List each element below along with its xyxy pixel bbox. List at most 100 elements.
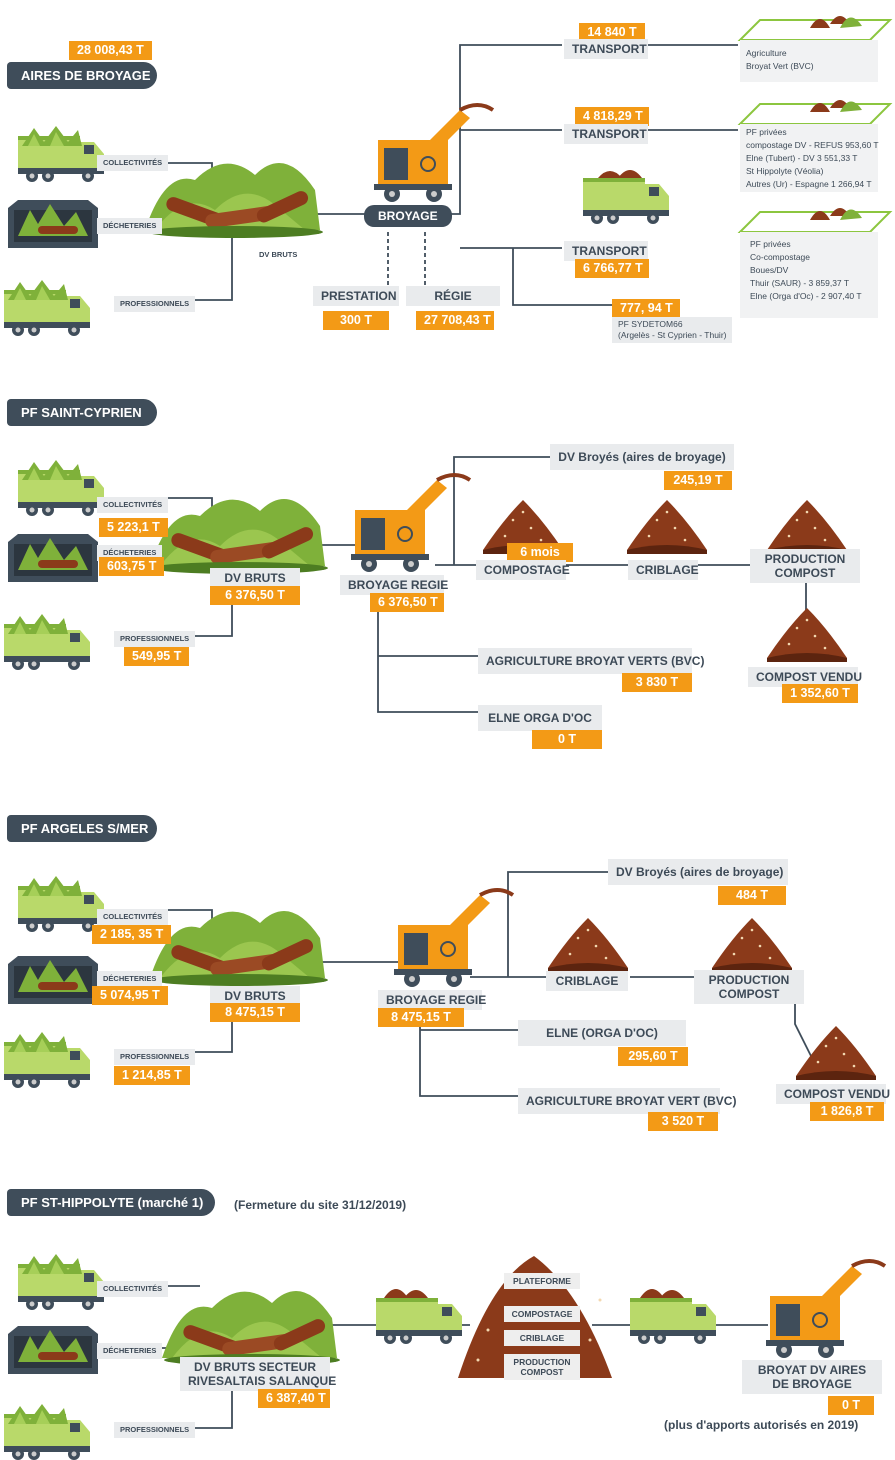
- s1-total-value: 28 008,43 T: [69, 41, 152, 60]
- s1-transport3-label: TRANSPORT: [564, 241, 648, 261]
- s2-bruts-label: DV BRUTS: [210, 568, 300, 588]
- s4-platform-compostage: COMPOSTAGE: [504, 1306, 580, 1322]
- s1-dest1-line: Broyat Vert (BVC): [746, 61, 814, 71]
- s3-professionnels-value: 1 214,85 T: [114, 1066, 190, 1085]
- s4-closure-note: (Fermeture du site 31/12/2019): [234, 1198, 407, 1212]
- s4-broyat-line: BROYAT DV AIRES: [757, 1363, 867, 1377]
- s2-title: PF SAINT-CYPRIEN: [7, 399, 157, 426]
- s2-agri-value: 3 830 T: [622, 673, 692, 692]
- s2-professionnels-value: 549,95 T: [124, 647, 190, 666]
- s3-collectivites-value: 2 185, 35 T: [92, 925, 172, 944]
- s2-vendu-value: 1 352,60 T: [782, 684, 858, 703]
- s2-criblage-label: CRIBLAGE: [628, 560, 699, 580]
- s4-source-collectivites: COLLECTIVITÉS: [97, 1281, 169, 1297]
- s2-elne-label: ELNE ORGA D'OC: [478, 705, 602, 731]
- s1-dest3-info: PF privées Co-compostage Boues/DV Thuir …: [750, 238, 862, 303]
- s1-source-collectivites: COLLECTIVITÉS: [97, 155, 169, 171]
- s2-broyage-label: BROYAGE REGIE: [340, 575, 448, 595]
- s3-decheteries-value: 5 074,95 T: [92, 986, 168, 1005]
- s4-title: PF ST-HIPPOLYTE (marché 1): [7, 1189, 215, 1216]
- s1-broyage-badge: BROYAGE: [364, 205, 452, 227]
- s1-dest2-line: PF privées: [746, 127, 787, 137]
- s3-dv-broyes-label: DV Broyés (aires de broyage): [608, 859, 788, 885]
- s1-transport1-value: 14 840 T: [579, 23, 645, 42]
- s3-broyage-value: 8 475,15 T: [378, 1008, 464, 1027]
- s4-platform-production-line: COMPOST: [520, 1367, 564, 1377]
- s4-bruts-value: 6 387,40 T: [258, 1389, 330, 1408]
- s1-dest2-line: St Hippolyte (Véolia): [746, 166, 824, 176]
- s1-transport2-value: 4 818,29 T: [575, 107, 649, 126]
- s2-production-line: COMPOST: [774, 566, 836, 580]
- s1-dest3-line: PF privées: [750, 239, 791, 249]
- s2-agri-label: AGRICULTURE BROYAT VERTS (BVC): [478, 648, 704, 674]
- s3-dv-broyes-value: 484 T: [718, 886, 786, 905]
- s4-platform-criblage: CRIBLAGE: [504, 1330, 580, 1346]
- s1-sydetom-value: 777, 94 T: [612, 299, 680, 318]
- s1-title: AIRES DE BROYAGE: [7, 62, 157, 89]
- s3-source-collectivites: COLLECTIVITÉS: [97, 909, 169, 925]
- s4-bruts-label: DV BRUTS SECTEUR RIVESALTAIS SALANQUE: [180, 1357, 337, 1391]
- s2-dv-broyes-value: 245,19 T: [664, 471, 732, 490]
- s1-source-decheteries: DÉCHETERIES: [97, 218, 163, 234]
- s4-platform-title: PLATEFORME: [504, 1273, 580, 1289]
- s3-elne-value: 295,60 T: [618, 1047, 688, 1066]
- s4-bruts-line: RIVESALTAIS SALANQUE: [188, 1374, 337, 1388]
- s2-dv-broyes-label: DV Broyés (aires de broyage): [550, 444, 734, 470]
- s3-elne-label: ELNE (ORGA D'OC): [518, 1020, 686, 1046]
- s2-vendu-label: COMPOST VENDU: [748, 667, 862, 687]
- s4-source-decheteries: DÉCHETERIES: [97, 1343, 163, 1359]
- s1-pile-label: DV BRUTS: [253, 247, 304, 263]
- s1-transport3-value: 6 766,77 T: [575, 259, 649, 278]
- s1-sydetom-line1: PF SYDETOM66: [618, 319, 683, 329]
- s4-broyat-label: BROYAT DV AIRES DE BROYAGE: [742, 1360, 882, 1394]
- s4-broyat-value: 0 T: [828, 1396, 874, 1415]
- s3-source-decheteries: DÉCHETERIES: [97, 971, 163, 987]
- s3-broyage-label: BROYAGE REGIE: [378, 990, 486, 1010]
- s3-criblage-label: CRIBLAGE: [546, 971, 628, 991]
- s2-elne-value: 0 T: [532, 730, 602, 749]
- s2-bruts-value: 6 376,50 T: [210, 586, 300, 605]
- s2-source-collectivites: COLLECTIVITÉS: [97, 497, 169, 513]
- s4-bruts-line: DV BRUTS SECTEUR: [193, 1360, 316, 1374]
- s3-bruts-label: DV BRUTS: [210, 986, 300, 1006]
- s1-dest2-line: Elne (Tubert) - DV 3 551,33 T: [746, 153, 858, 163]
- s1-dest3-line: Boues/DV: [750, 265, 789, 275]
- s2-production-line: PRODUCTION: [764, 552, 846, 566]
- s1-dest1-info: Agriculture Broyat Vert (BVC): [746, 47, 814, 73]
- s1-dest3-line: Co-compostage: [750, 252, 811, 262]
- s4-platform-production: PRODUCTION COMPOST: [504, 1354, 580, 1380]
- s1-regie-value: 27 708,43 T: [416, 311, 494, 330]
- s4-platform-production-line: PRODUCTION: [513, 1357, 571, 1367]
- s2-compostage-label: COMPOSTAGE: [476, 560, 570, 580]
- s3-agri-value: 3 520 T: [648, 1112, 718, 1131]
- s1-dest3-line: Thuir (SAUR) - 3 859,37 T: [750, 278, 850, 288]
- s2-source-professionnels: PROFESSIONNELS: [114, 631, 196, 647]
- s2-broyage-value: 6 376,50 T: [370, 593, 444, 612]
- s1-prestation-label: PRESTATION: [313, 286, 399, 306]
- s3-agri-label: AGRICULTURE BROYAT VERT (BVC): [518, 1088, 736, 1114]
- s3-production-line: COMPOST: [718, 987, 780, 1001]
- s1-transport1-label: TRANSPORT: [564, 39, 648, 59]
- s3-production-line: PRODUCTION: [708, 973, 790, 987]
- s3-production-label: PRODUCTION COMPOST: [694, 970, 804, 1004]
- s3-vendu-label: COMPOST VENDU: [776, 1084, 890, 1104]
- s2-decheteries-value: 603,75 T: [99, 557, 165, 576]
- s1-prestation-value: 300 T: [323, 311, 389, 330]
- s1-dest3-line: Elne (Orga d'Oc) - 2 907,40 T: [750, 291, 862, 301]
- s1-dest2-line: compostage DV - REFUS 953,60 T: [746, 140, 879, 150]
- s4-footnote: (plus d'apports autorisés en 2019): [664, 1418, 859, 1432]
- s2-compostage-duration: 6 mois: [507, 543, 573, 562]
- s3-title: PF ARGELES S/MER: [7, 815, 157, 842]
- s4-source-professionnels: PROFESSIONNELS: [114, 1422, 196, 1438]
- s1-regie-label: RÉGIE: [406, 286, 500, 306]
- s1-dest1-line: Agriculture: [746, 48, 787, 58]
- s3-bruts-value: 8 475,15 T: [210, 1003, 300, 1022]
- s1-dest2-line: Autres (Ur) - Espagne 1 266,94 T: [746, 179, 872, 189]
- s2-collectivites-value: 5 223,1 T: [99, 518, 168, 537]
- s1-transport2-label: TRANSPORT: [564, 124, 648, 144]
- s1-dest2-info: PF privées compostage DV - REFUS 953,60 …: [746, 126, 879, 191]
- s1-source-professionnels: PROFESSIONNELS: [114, 296, 196, 312]
- s2-production-label: PRODUCTION COMPOST: [750, 549, 860, 583]
- s3-source-professionnels: PROFESSIONNELS: [114, 1049, 196, 1065]
